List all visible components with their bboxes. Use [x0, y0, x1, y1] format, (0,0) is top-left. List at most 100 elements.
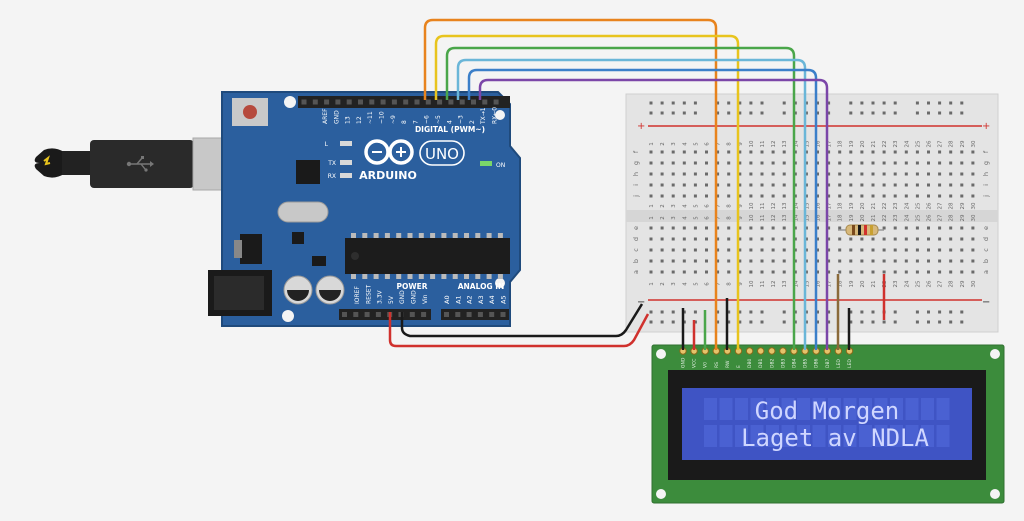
- breadboard-hole[interactable]: [927, 161, 930, 165]
- breadboard-hole[interactable]: [960, 270, 964, 274]
- wire-orange[interactable]: [423, 18, 718, 350]
- breadboard-hole[interactable]: [827, 183, 831, 187]
- breadboard-hole[interactable]: [904, 194, 908, 198]
- breadboard-hole[interactable]: [738, 226, 742, 230]
- wire-light-blue[interactable]: [456, 58, 807, 350]
- breadboard-hole[interactable]: [760, 183, 764, 187]
- breadboard-hole[interactable]: [793, 172, 797, 176]
- breadboard-hole[interactable]: [793, 320, 797, 324]
- breadboard-hole[interactable]: [760, 270, 764, 274]
- breadboard-hole[interactable]: [893, 161, 897, 165]
- breadboard-hole[interactable]: [649, 310, 653, 314]
- header-pin[interactable]: [312, 99, 318, 105]
- breadboard-hole[interactable]: [727, 226, 731, 230]
- breadboard-hole[interactable]: [671, 226, 675, 230]
- breadboard-hole[interactable]: [938, 161, 942, 165]
- breadboard-hole[interactable]: [749, 150, 753, 154]
- breadboard-hole[interactable]: [915, 226, 919, 230]
- breadboard-hole[interactable]: [927, 194, 930, 198]
- breadboard-hole[interactable]: [960, 237, 964, 241]
- header-pin[interactable]: [342, 312, 347, 317]
- breadboard-hole[interactable]: [960, 150, 964, 154]
- breadboard-hole[interactable]: [915, 161, 919, 165]
- breadboard-hole[interactable]: [716, 161, 720, 165]
- breadboard-hole[interactable]: [793, 183, 797, 187]
- breadboard-hole[interactable]: [827, 248, 831, 252]
- header-pin[interactable]: [421, 312, 427, 317]
- breadboard-hole[interactable]: [871, 150, 875, 154]
- breadboard-hole[interactable]: [660, 194, 664, 198]
- breadboard-hole[interactable]: [771, 194, 775, 198]
- breadboard-hole[interactable]: [793, 270, 797, 274]
- breadboard-hole[interactable]: [671, 248, 675, 252]
- breadboard-hole[interactable]: [860, 237, 864, 241]
- breadboard-hole[interactable]: [893, 183, 897, 187]
- breadboard-hole[interactable]: [793, 237, 797, 241]
- breadboard-hole[interactable]: [949, 111, 953, 115]
- breadboard-hole[interactable]: [893, 310, 897, 314]
- breadboard-hole[interactable]: [782, 310, 786, 314]
- breadboard-hole[interactable]: [938, 270, 942, 274]
- breadboard-hole[interactable]: [960, 226, 964, 230]
- breadboard-hole[interactable]: [927, 310, 930, 314]
- breadboard-hole[interactable]: [693, 237, 697, 241]
- breadboard-hole[interactable]: [738, 161, 742, 165]
- breadboard-hole[interactable]: [727, 320, 731, 324]
- breadboard-hole[interactable]: [727, 150, 731, 154]
- breadboard-hole[interactable]: [816, 183, 819, 187]
- breadboard-hole[interactable]: [749, 237, 753, 241]
- breadboard-hole[interactable]: [915, 248, 919, 252]
- breadboard-hole[interactable]: [727, 111, 731, 115]
- breadboard-hole[interactable]: [838, 270, 842, 274]
- breadboard-hole[interactable]: [716, 270, 720, 274]
- breadboard-hole[interactable]: [660, 248, 664, 252]
- breadboard-hole[interactable]: [705, 161, 708, 165]
- breadboard-hole[interactable]: [771, 150, 775, 154]
- breadboard-hole[interactable]: [671, 194, 675, 198]
- breadboard-hole[interactable]: [804, 183, 808, 187]
- breadboard-hole[interactable]: [716, 183, 720, 187]
- breadboard-hole[interactable]: [960, 183, 964, 187]
- breadboard-hole[interactable]: [760, 320, 764, 324]
- breadboard-hole[interactable]: [804, 194, 808, 198]
- breadboard-hole[interactable]: [904, 248, 908, 252]
- breadboard-hole[interactable]: [682, 183, 686, 187]
- breadboard-hole[interactable]: [871, 111, 875, 115]
- breadboard-hole[interactable]: [693, 111, 697, 115]
- breadboard-hole[interactable]: [771, 270, 775, 274]
- breadboard-hole[interactable]: [849, 101, 853, 105]
- header-pin[interactable]: [425, 99, 431, 105]
- breadboard-hole[interactable]: [671, 183, 675, 187]
- breadboard-hole[interactable]: [816, 310, 819, 314]
- lcd-pin[interactable]: [768, 347, 776, 355]
- breadboard-hole[interactable]: [971, 237, 975, 241]
- breadboard-hole[interactable]: [760, 101, 764, 105]
- breadboard-hole[interactable]: [804, 259, 808, 263]
- breadboard-hole[interactable]: [682, 194, 686, 198]
- breadboard-hole[interactable]: [927, 226, 930, 230]
- breadboard-hole[interactable]: [960, 194, 964, 198]
- breadboard-hole[interactable]: [693, 161, 697, 165]
- breadboard-hole[interactable]: [949, 259, 953, 263]
- breadboard-hole[interactable]: [949, 172, 953, 176]
- breadboard-hole[interactable]: [871, 101, 875, 105]
- breadboard-hole[interactable]: [927, 183, 930, 187]
- breadboard-hole[interactable]: [682, 259, 686, 263]
- breadboard-hole[interactable]: [915, 237, 919, 241]
- breadboard-hole[interactable]: [738, 310, 742, 314]
- breadboard-hole[interactable]: [782, 183, 786, 187]
- breadboard-hole[interactable]: [649, 150, 653, 154]
- breadboard-hole[interactable]: [927, 320, 930, 324]
- breadboard-hole[interactable]: [882, 111, 886, 115]
- breadboard-hole[interactable]: [838, 150, 842, 154]
- breadboard-hole[interactable]: [782, 259, 786, 263]
- breadboard-hole[interactable]: [915, 150, 919, 154]
- breadboard-hole[interactable]: [727, 237, 731, 241]
- breadboard-hole[interactable]: [705, 259, 708, 263]
- header-pin[interactable]: [493, 99, 499, 105]
- breadboard-hole[interactable]: [649, 194, 653, 198]
- breadboard-hole[interactable]: [971, 172, 975, 176]
- lcd-pin[interactable]: [757, 347, 765, 355]
- breadboard-hole[interactable]: [838, 194, 842, 198]
- breadboard-hole[interactable]: [893, 194, 897, 198]
